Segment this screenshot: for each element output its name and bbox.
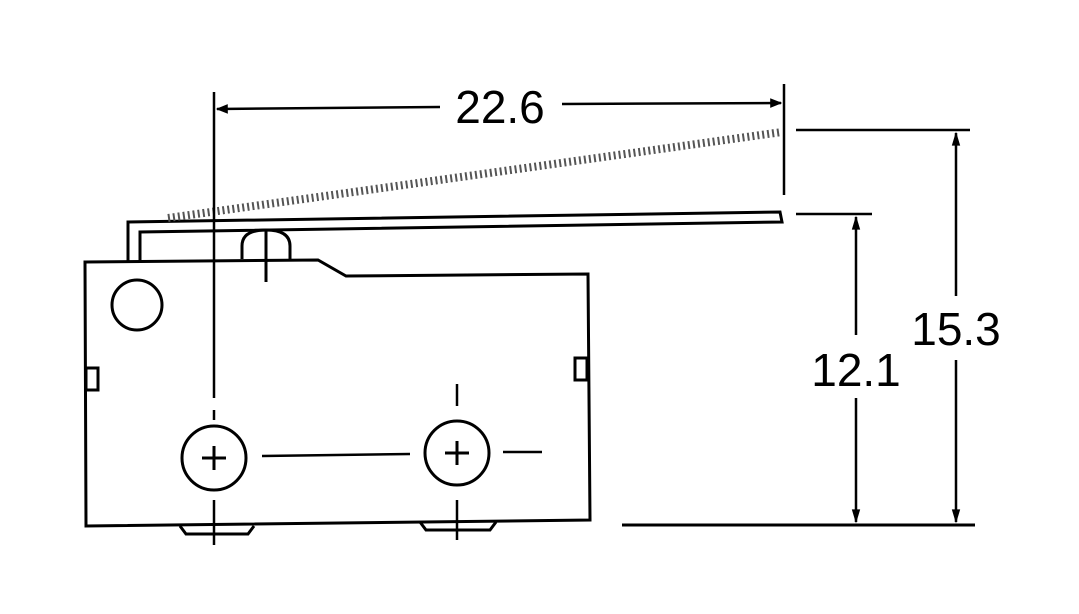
dimension-label-lever-length: 22.6 <box>455 81 545 133</box>
lever <box>126 210 784 262</box>
dimension-operating-height <box>796 212 872 524</box>
pivot-hole <box>110 278 164 332</box>
lever-free-position <box>167 128 783 222</box>
plunger <box>240 228 292 282</box>
dimension-lever-length <box>215 84 786 195</box>
dimension-free-height <box>796 128 970 524</box>
dimension-label-operating-height: 12.1 <box>811 344 901 396</box>
center-lines <box>212 92 542 545</box>
mounting-screw-left <box>180 424 248 492</box>
mounting-screw-right <box>423 419 491 487</box>
dimension-label-free-height: 15.3 <box>911 303 1001 355</box>
